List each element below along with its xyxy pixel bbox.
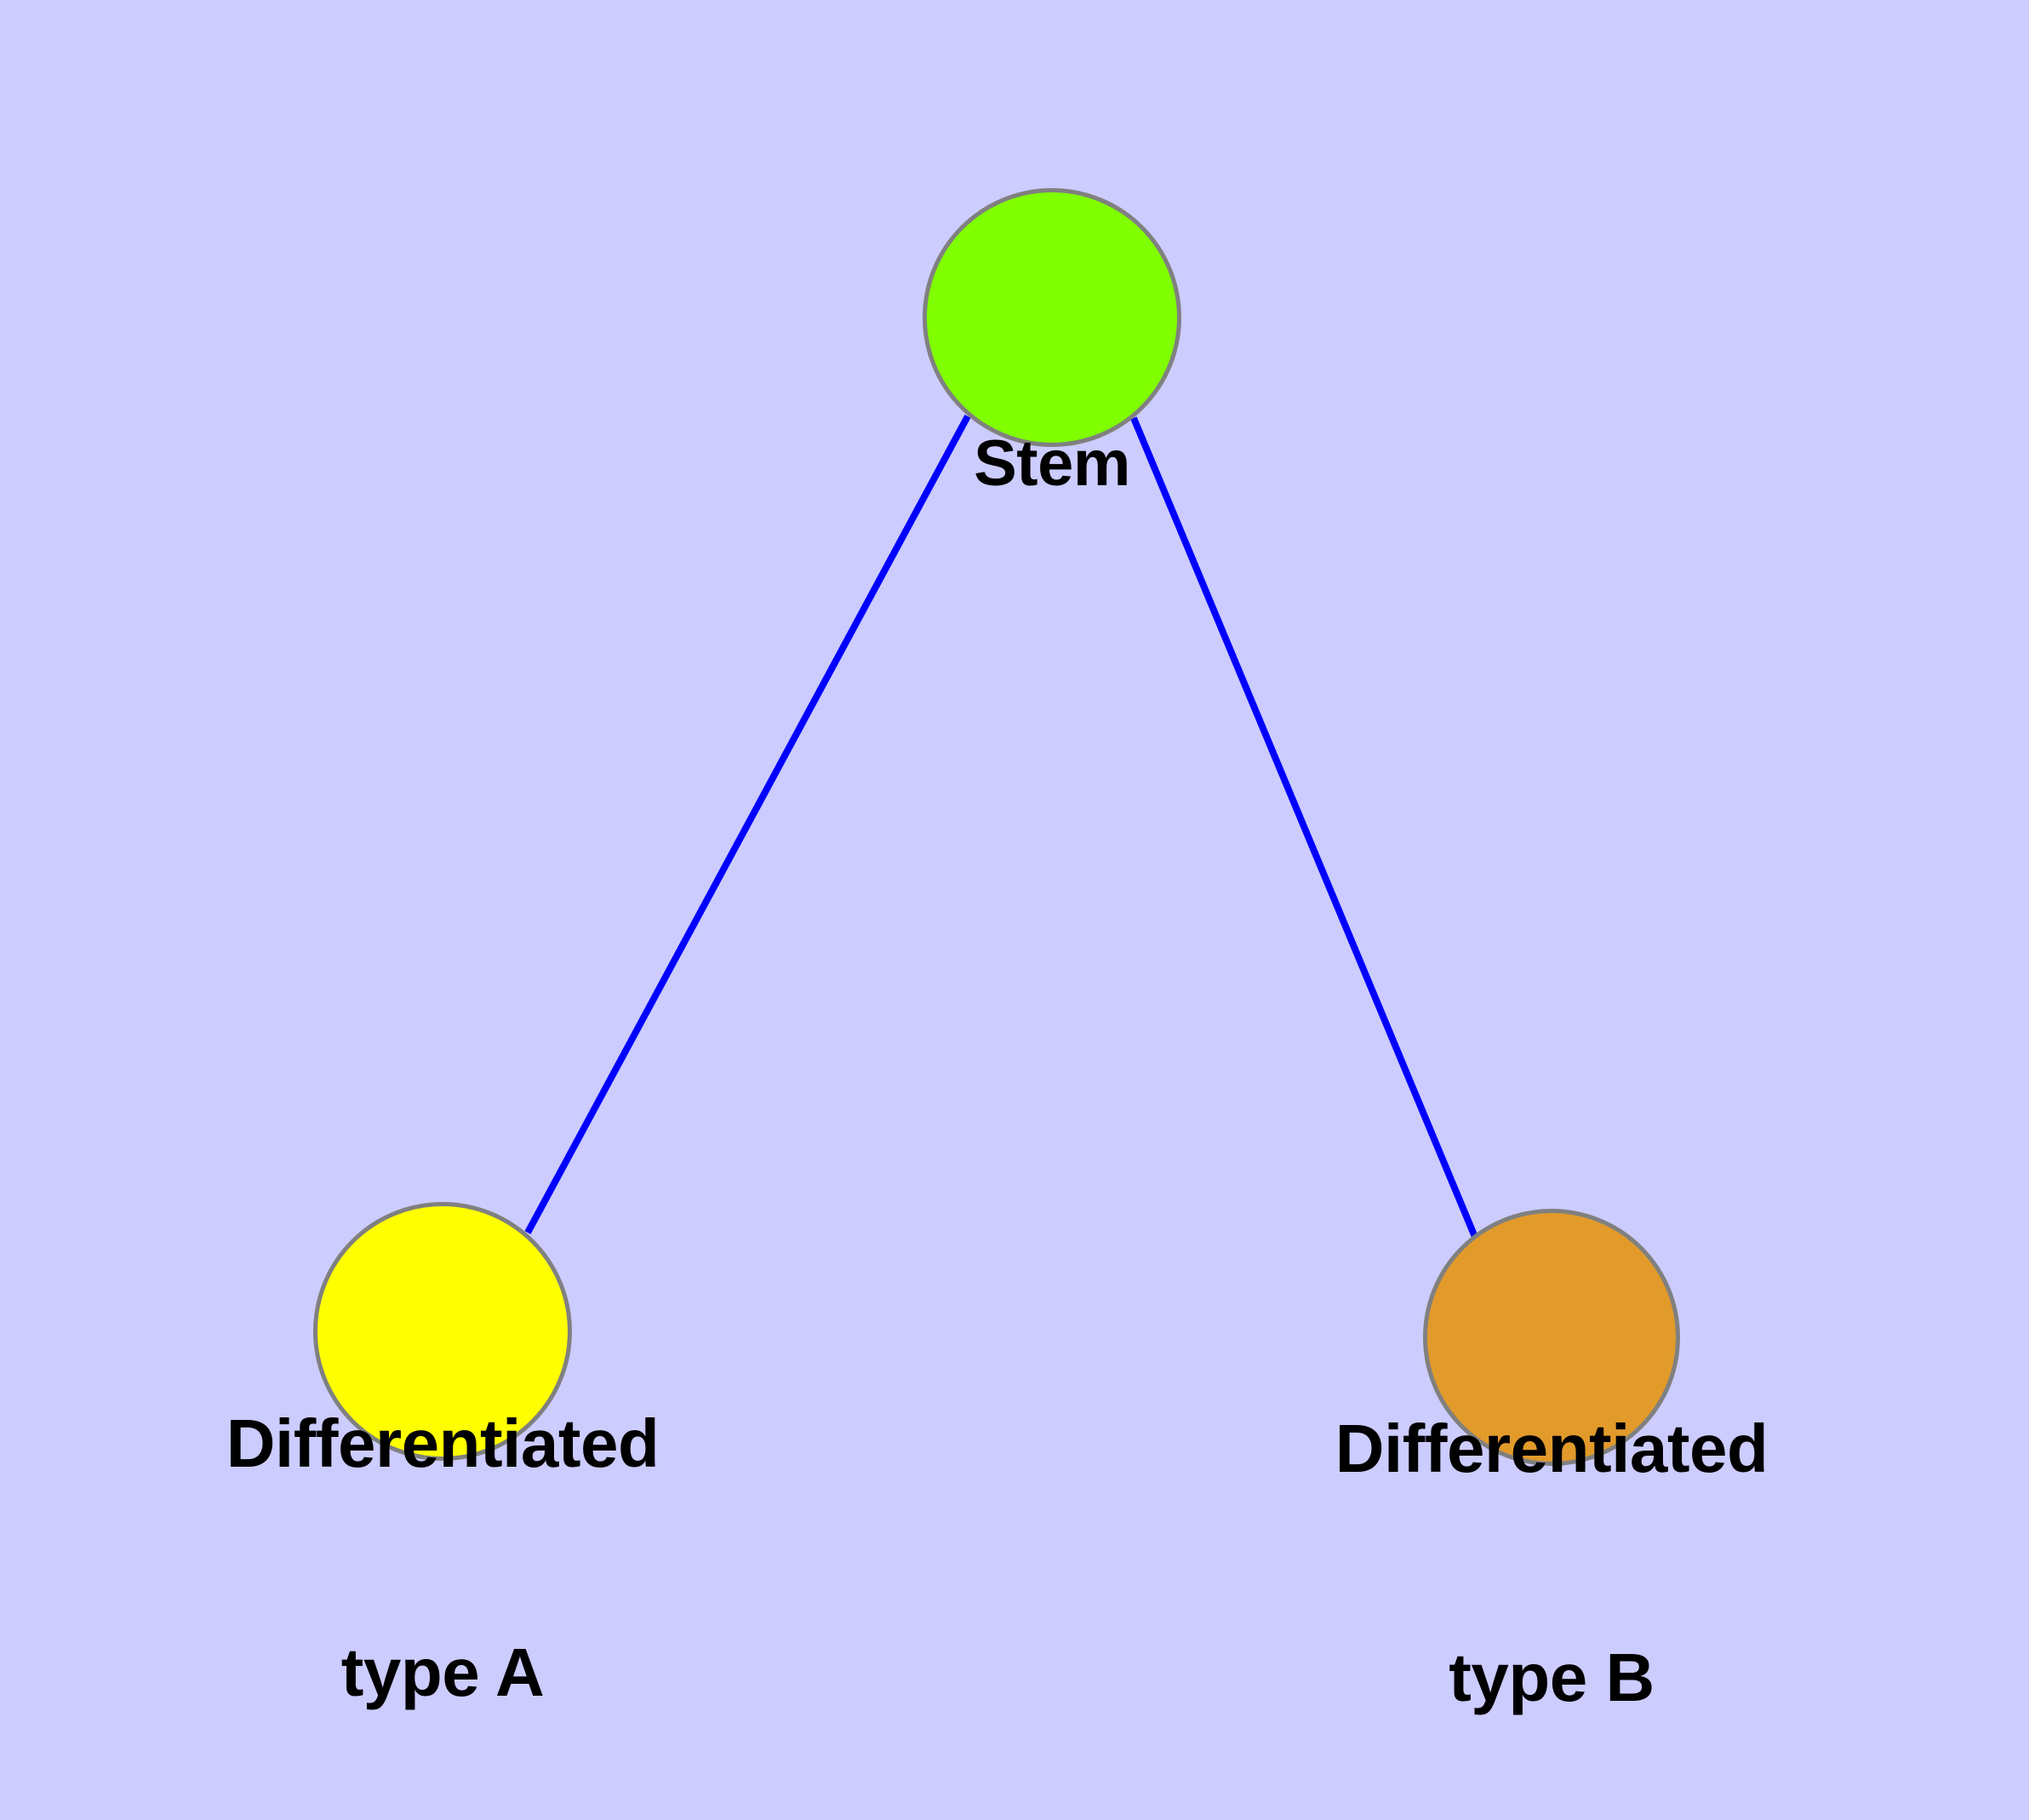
node-stem[interactable] bbox=[923, 188, 1181, 447]
edge-stem-to-differentiated-type-a bbox=[524, 415, 971, 1234]
node-differentiated-type-b[interactable] bbox=[1423, 1209, 1680, 1466]
node-differentiated-type-a[interactable] bbox=[313, 1202, 572, 1461]
edge-stem-to-differentiated-type-b bbox=[1130, 416, 1478, 1239]
